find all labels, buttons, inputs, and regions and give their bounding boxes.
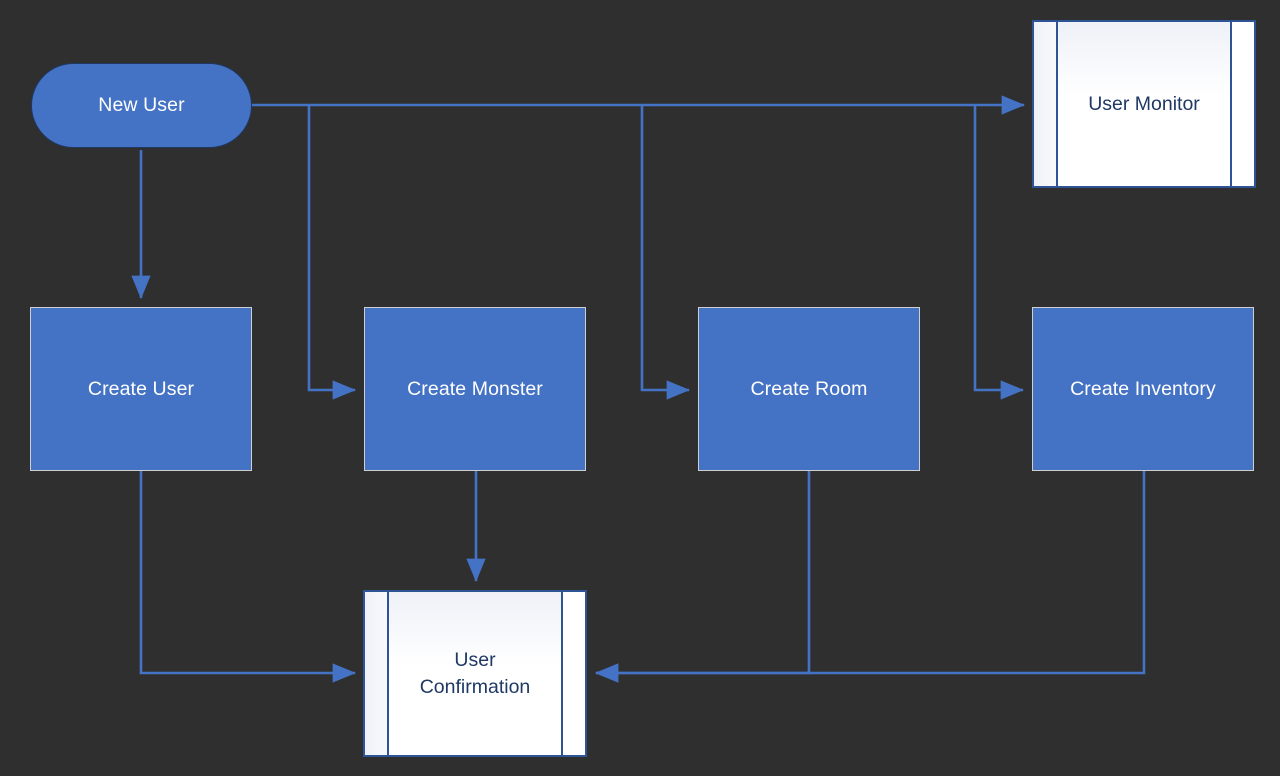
connector-create-room-to-user-confirmation bbox=[594, 471, 811, 683]
subprocess-center-panel bbox=[1058, 22, 1230, 186]
node-create-user-label: Create User bbox=[87, 377, 195, 400]
node-create-monster[interactable]: Create Monster bbox=[364, 307, 586, 471]
node-new-user[interactable]: New User bbox=[31, 63, 252, 148]
subprocess-left-panel bbox=[1034, 22, 1056, 186]
node-create-monster-label: Create Monster bbox=[407, 377, 543, 400]
connector-create-inventory-to-user-confirmation bbox=[594, 471, 1146, 683]
subprocess-left-panel bbox=[365, 592, 387, 755]
connector-new-user-to-create-room bbox=[640, 106, 691, 400]
connector-new-user-to-create-inventory bbox=[973, 106, 1025, 400]
subprocess-right-bar-icon bbox=[561, 592, 563, 755]
node-create-room[interactable]: Create Room bbox=[698, 307, 920, 471]
node-new-user-label: New User bbox=[98, 94, 185, 116]
node-user-monitor[interactable]: User Monitor bbox=[1032, 20, 1256, 188]
subprocess-left-bar-icon bbox=[1056, 22, 1058, 186]
connector-create-user-to-user-confirmation bbox=[139, 471, 357, 683]
node-create-room-label: Create Room bbox=[750, 377, 868, 400]
node-create-user[interactable]: Create User bbox=[30, 307, 252, 471]
node-create-inventory-label: Create Inventory bbox=[1070, 377, 1216, 400]
node-create-inventory[interactable]: Create Inventory bbox=[1032, 307, 1254, 471]
subprocess-right-bar-icon bbox=[1230, 22, 1232, 186]
connector-new-user-to-create-monster bbox=[307, 106, 357, 400]
subprocess-center-panel bbox=[389, 592, 561, 755]
subprocess-left-bar-icon bbox=[387, 592, 389, 755]
